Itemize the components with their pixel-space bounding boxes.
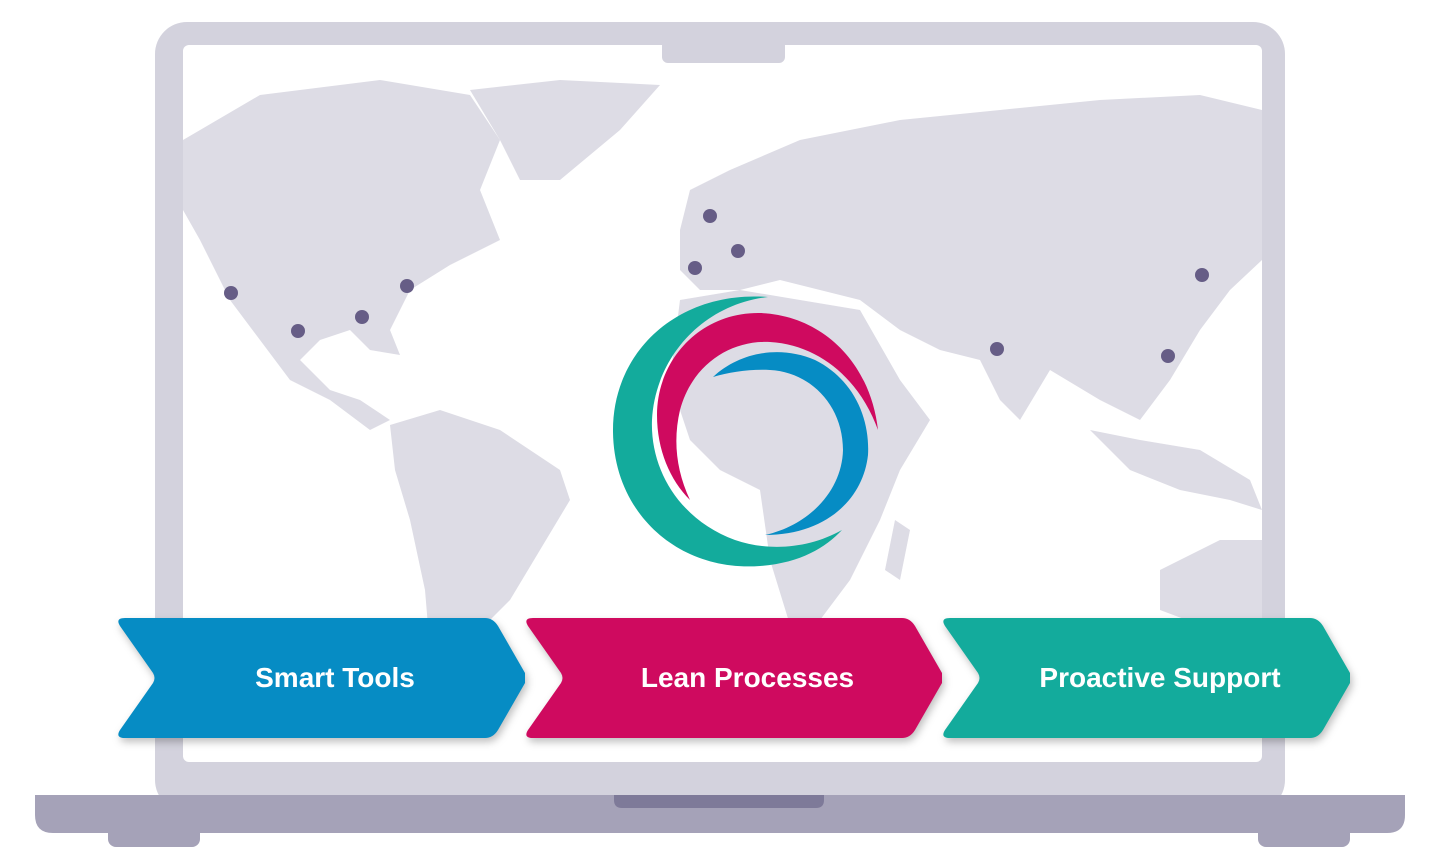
- marker: [291, 324, 305, 338]
- madagascar: [885, 520, 910, 580]
- logo-arc-teal: [612, 296, 842, 567]
- marker: [355, 310, 369, 324]
- step-lean-processes: Lean Processes: [523, 618, 942, 738]
- marker: [1195, 268, 1209, 282]
- marker: [731, 244, 745, 258]
- eurasia: [680, 95, 1262, 420]
- africa: [670, 290, 930, 625]
- company-logo: [612, 296, 878, 567]
- logo-arc-blue: [713, 352, 869, 535]
- logo-arc-magenta: [657, 312, 878, 500]
- step-proactive-support: Proactive Support: [940, 618, 1350, 738]
- step-smart-tools: Smart Tools: [115, 618, 525, 738]
- camera-notch: [662, 40, 785, 63]
- north-america: [183, 80, 500, 430]
- trackpad-notch: [614, 795, 824, 808]
- marker: [224, 286, 238, 300]
- marker: [990, 342, 1004, 356]
- step-label: Smart Tools: [255, 662, 415, 693]
- chevron-shape: [526, 618, 942, 738]
- marker: [400, 279, 414, 293]
- marker: [1161, 349, 1175, 363]
- greenland: [470, 80, 660, 180]
- chevron-shape: [118, 618, 525, 738]
- marker: [688, 261, 702, 275]
- south-america: [390, 410, 570, 650]
- australia: [1160, 540, 1262, 625]
- chevron-shape: [943, 618, 1350, 738]
- step-label: Proactive Support: [1039, 662, 1281, 693]
- step-label: Lean Processes: [640, 662, 855, 693]
- office-markers: [224, 209, 1209, 363]
- marker: [703, 209, 717, 223]
- laptop-base: [35, 795, 1405, 833]
- world-map: [183, 80, 1262, 650]
- southeast-asia: [1090, 430, 1262, 510]
